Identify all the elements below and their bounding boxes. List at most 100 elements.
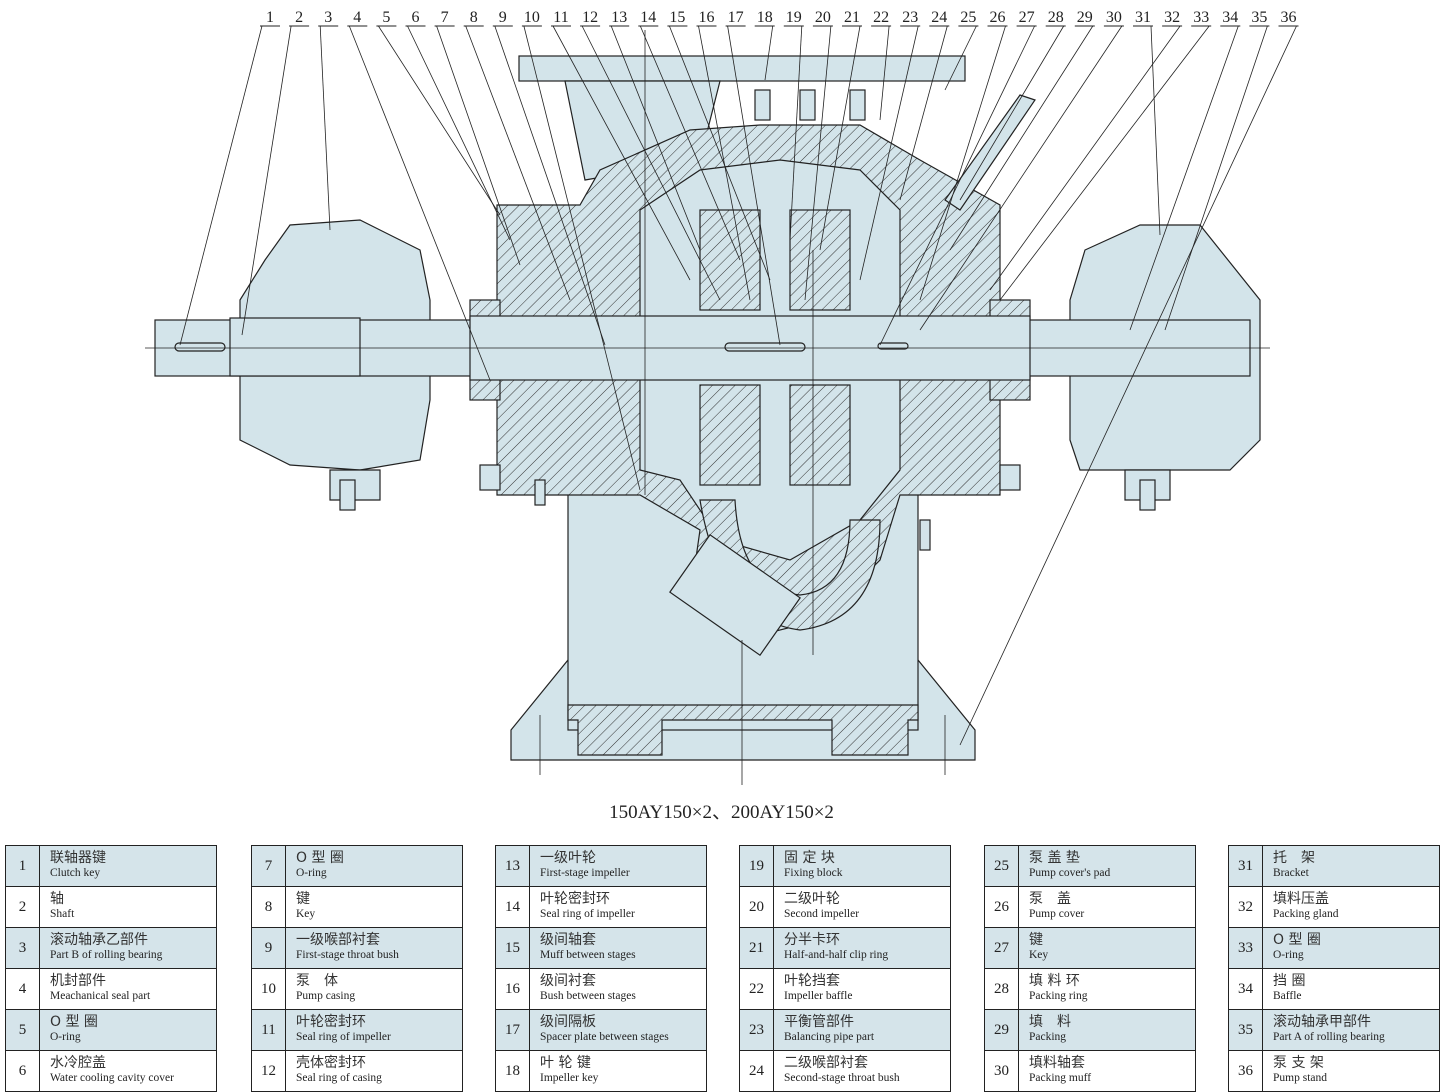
part-number: 17	[495, 1009, 530, 1051]
part-name-english: Part B of rolling bearing	[50, 949, 163, 961]
part-name-chinese: 填 料	[1029, 1014, 1071, 1030]
callout-number: 7	[441, 9, 449, 26]
part-name-chinese: 二级叶轮	[784, 891, 840, 907]
part-name-english: Spacer plate between stages	[540, 1031, 669, 1043]
callout-number: 16	[699, 9, 715, 26]
callout-leader-line	[523, 25, 641, 491]
part-number: 12	[251, 1050, 286, 1092]
part-name-english: Packing ring	[1029, 990, 1088, 1002]
part-name-chinese: 滚动轴承甲部件	[1273, 1014, 1371, 1030]
part-number: 30	[984, 1050, 1019, 1092]
callout-number: 32	[1164, 9, 1180, 26]
callout-leader-line	[879, 25, 1035, 346]
part-name-english: Second impeller	[784, 908, 860, 920]
part-number: 27	[984, 927, 1019, 969]
part-name-chinese: 叶 轮 键	[540, 1055, 591, 1071]
part-name-chinese: 挡 圈	[1273, 973, 1306, 989]
part-number: 2	[5, 886, 40, 928]
part-name-english: Seal ring of casing	[296, 1072, 382, 1084]
part-number: 3	[5, 927, 40, 969]
part-name-english: Pump casing	[296, 990, 356, 1002]
part-name-english: Shaft	[50, 908, 75, 920]
part-name-chinese: 平衡管部件	[784, 1014, 854, 1030]
callout-leader-line	[348, 25, 491, 381]
part-name-chinese: O 型 圈	[1273, 932, 1321, 948]
part-number: 36	[1228, 1050, 1263, 1092]
callout-number: 8	[470, 9, 478, 26]
part-name-english: Bracket	[1273, 867, 1309, 879]
callout-number: 1	[266, 9, 274, 26]
callout-number: 24	[931, 9, 947, 26]
callout-number: 9	[499, 9, 507, 26]
part-name-english: Half-and-half clip ring	[784, 949, 889, 961]
callout-number: 27	[1019, 9, 1035, 26]
callout-leader-line	[764, 25, 774, 81]
part-number: 11	[251, 1009, 286, 1051]
part-name-chinese: O 型 圈	[50, 1014, 98, 1030]
part-name-english: Packing	[1029, 1031, 1067, 1043]
part-name-english: O-ring	[296, 867, 327, 879]
callout-number: 13	[611, 9, 627, 26]
callout-leader-line	[698, 25, 751, 301]
part-name-english: Second-stage throat bush	[784, 1072, 900, 1084]
part-name-chinese: 叶轮密封环	[540, 891, 610, 907]
callout-number: 22	[873, 9, 889, 26]
callout-number: 20	[815, 9, 831, 26]
part-number: 8	[251, 886, 286, 928]
part-number: 23	[739, 1009, 774, 1051]
first-stage-impeller	[699, 209, 761, 311]
part-name-english: Key	[296, 908, 316, 920]
callout-leader-line	[879, 25, 890, 121]
callout-leader-line	[999, 25, 1210, 301]
callout-number: 11	[553, 9, 568, 26]
callout-number: 35	[1251, 9, 1267, 26]
part-number: 9	[251, 927, 286, 969]
part-name-english: Seal ring of impeller	[296, 1031, 391, 1043]
part-name-chinese: 级间隔板	[540, 1014, 596, 1030]
callout-number: 19	[786, 9, 802, 26]
callout-leader-line	[552, 25, 691, 281]
part-name-chinese: 填 料 环	[1029, 973, 1080, 989]
callout-leader-line	[465, 25, 571, 301]
part-name-chinese: 分半卡环	[784, 932, 840, 948]
part-name-english: Fixing block	[784, 867, 843, 879]
callout-leader-line	[1150, 25, 1161, 236]
part-name-chinese: 叶轮密封环	[296, 1014, 366, 1030]
callout-number: 26	[990, 9, 1006, 26]
part-name-chinese: 泵 盖 垫	[1029, 850, 1080, 866]
callout-leader-line	[436, 25, 521, 266]
part-name-chinese: 壳体密封环	[296, 1055, 366, 1071]
part-name-english: Pump cover	[1029, 908, 1085, 920]
